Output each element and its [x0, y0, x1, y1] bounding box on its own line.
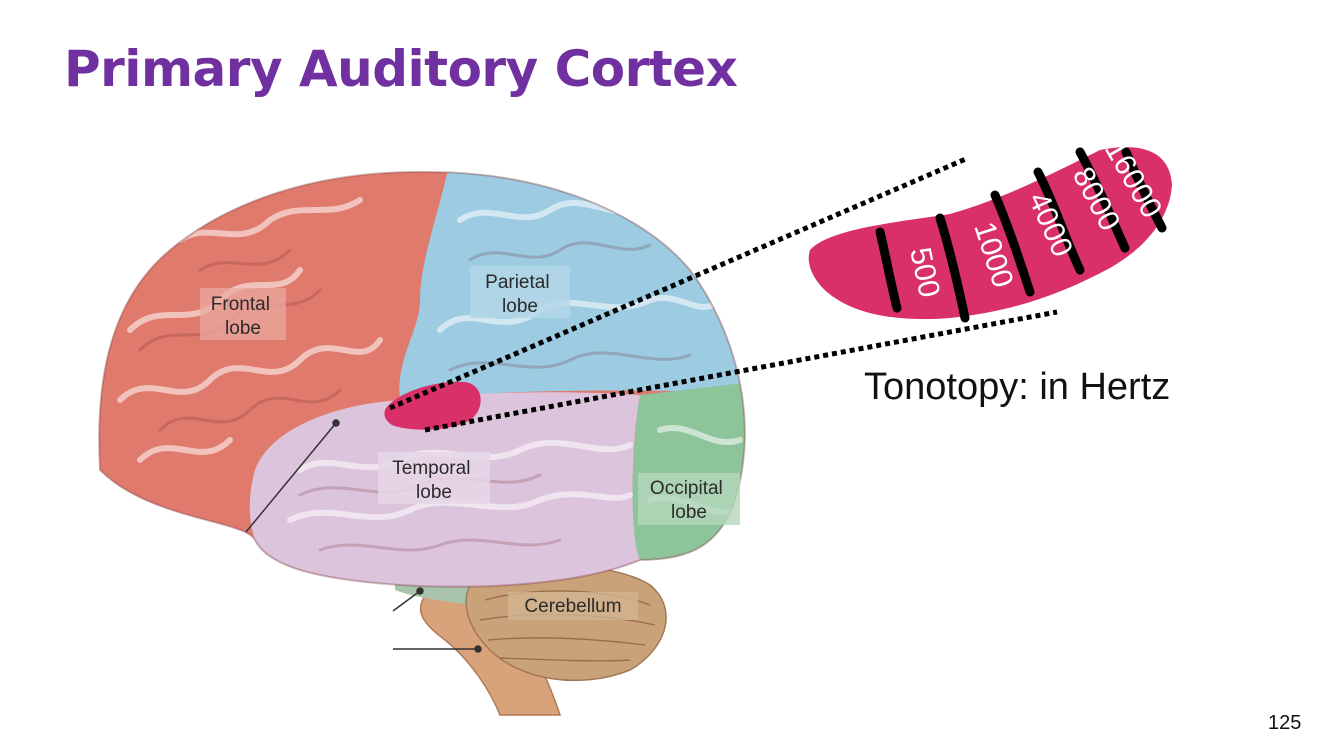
leader-line-2: [392, 590, 421, 612]
occipital-lobe-label: Occipital lobe: [650, 478, 728, 523]
leader-dot-2: [416, 587, 424, 595]
zoom-line-top: [389, 155, 969, 411]
parietal-lobe-label-line1: Parietal: [485, 272, 549, 293]
parietal-lobe-label-line2: lobe: [502, 296, 538, 317]
temporal-lobe-label: Temporal lobe: [392, 458, 475, 503]
frontal-lobe-label: Frontal lobe: [211, 294, 275, 339]
slide-title: Primary Auditory Cortex: [64, 40, 738, 98]
parietal-lobe: [399, 171, 745, 400]
primary-auditory-cortex: [384, 381, 481, 430]
tonotopy-strip: 500 1000 4000 8000 16000: [808, 135, 1172, 323]
parietal-lobe-label: Parietal lobe: [485, 272, 555, 317]
leader-dot-1: [332, 419, 340, 427]
temporal-lobe-label-line1: Temporal: [392, 458, 470, 479]
occipital-lobe-label-line1: Occipital: [650, 478, 723, 499]
tonotopy-caption: Tonotopy: in Hertz: [864, 366, 1171, 408]
leader-dot-3: [474, 645, 482, 653]
cerebellum-label: Cerebellum: [524, 596, 621, 617]
zoom-line-bottom: [424, 309, 1058, 433]
occipital-lobe-label-line2: lobe: [671, 502, 707, 523]
leader-line-1: [245, 422, 337, 533]
frontal-lobe-label-line1: Frontal: [211, 294, 270, 315]
temporal-lobe-label-line2: lobe: [416, 482, 452, 503]
frontal-lobe-label-line2: lobe: [225, 318, 261, 339]
page-number: 125: [1268, 712, 1302, 734]
